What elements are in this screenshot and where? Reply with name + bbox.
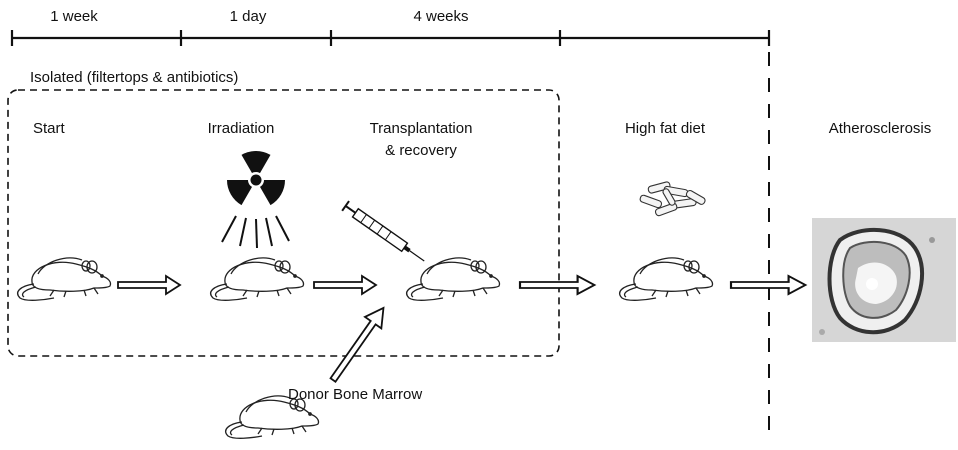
arrow-irradiation-to-transplant xyxy=(314,276,376,294)
donor-label: Donor Bone Marrow xyxy=(288,386,422,403)
mouse-icon xyxy=(211,258,304,300)
timeline-label-3: 4 weeks xyxy=(413,8,468,25)
mouse-icon xyxy=(407,258,500,300)
mouse-icon xyxy=(18,258,111,300)
mouse-icon xyxy=(620,258,713,300)
timeline: 1 week 1 day 4 weeks xyxy=(12,8,770,46)
radiation-icon xyxy=(227,151,285,209)
timeline-label-2: 1 day xyxy=(230,8,267,25)
isolation-box xyxy=(8,90,559,356)
timeline-label-1: 1 week xyxy=(50,8,98,25)
radiation-rays xyxy=(222,216,289,248)
stage-diet-label: High fat diet xyxy=(625,120,706,137)
stage-start-label: Start xyxy=(33,120,66,137)
stage-irradiation-label: Irradiation xyxy=(208,120,275,137)
artery-section-image xyxy=(812,218,956,342)
food-pellets-icon xyxy=(639,181,706,216)
stage-atherosclerosis-label: Atherosclerosis xyxy=(829,120,932,137)
stage-recovery-label: & recovery xyxy=(385,142,457,159)
isolation-label: Isolated (filtertops & antibiotics) xyxy=(30,69,238,86)
stage-transplantation-label: Transplantation xyxy=(370,120,473,137)
arrow-start-to-irradiation xyxy=(118,276,180,294)
arrow-transplant-to-diet xyxy=(520,276,594,294)
syringe-icon xyxy=(342,201,428,266)
arrow-donor-to-transplant xyxy=(325,302,392,386)
